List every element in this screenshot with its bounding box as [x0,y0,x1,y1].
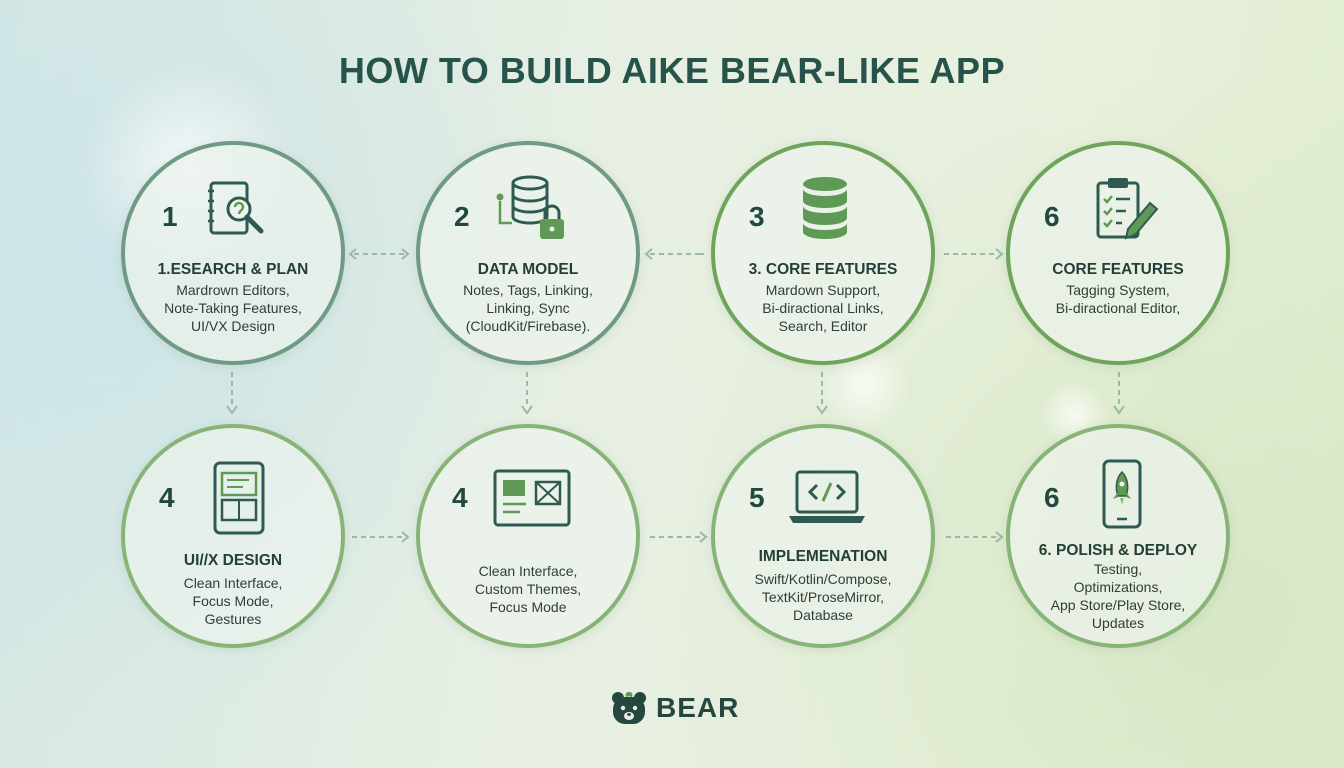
step-number: 4 [452,482,468,513]
step-number: 3 [749,201,765,232]
connector-arrow [644,248,704,260]
step-title: 6. POLISH & DEPLOY [1038,542,1198,559]
laptop-code-icon [789,470,865,523]
bear-logo-icon [612,692,646,724]
step-title: IMPLEMENATION [758,548,888,565]
phone-rocket-icon [1102,459,1142,529]
tablet-icon [213,461,265,535]
step-research-plan: 1 1.ESEARCH & PLAN Mardrown Editors,Note… [121,141,345,365]
brand-logo: BEAR [610,688,739,728]
step-title: 3. CORE FEATURES [748,261,898,278]
step-description: Mardown Support,Bi-diractional Links,Sea… [762,282,884,334]
connector-arrow [348,248,410,260]
research-magnifier-icon [208,181,264,235]
connector-arrow [650,531,708,543]
connector-arrow [946,531,1004,543]
wireframe-icon [493,469,571,527]
clipboard-pencil-icon [1096,178,1159,240]
step-implementation: 5 IMPLEMENATION Swift/Kotlin/Compose,Tex… [711,424,935,648]
step-title: DATA MODEL [477,261,579,278]
step-description: Tagging System,Bi-diractional Editor, [1055,282,1181,316]
step-title: CORE FEATURES [1052,261,1184,278]
brand-name: BEAR [656,692,740,723]
connector-arrow [1113,372,1125,415]
step-number: 2 [454,201,470,232]
step-number: 4 [159,482,175,513]
step-number: 6 [1044,482,1060,513]
step-number: 1 [162,201,178,232]
step-description: Mardrown Editors,Note-Taking Features,UI… [164,282,302,334]
step-core-features: 3 3. CORE FEATURES Mardown Support,Bi-di… [711,141,935,365]
step-description: Clean Interface,Focus Mode,Gestures [183,575,283,627]
connector-arrow [944,248,1004,260]
step-interface: 4 Clean Interface,Custom Themes,Focus Mo… [416,424,640,648]
page-title: HOW TO BUILD AIKE BEAR-LIKE APP [338,50,1006,91]
step-ui-ux-design: 4 UI//X DESIGN Clean Interface,Focus Mod… [121,424,345,648]
connector-arrow [816,372,828,415]
step-description: Swift/Kotlin/Compose,TextKit/ProseMirror… [754,571,892,623]
step-polish-deploy: 6 6. POLISH & DEPLOY Testing,Optimizatio… [1006,424,1230,648]
step-title: 1.ESEARCH & PLAN [157,261,309,278]
step-data-model: 2 DATA MODEL Notes, Tags, Linking,Linkin… [416,141,640,365]
database-lock-icon [496,175,564,239]
connector-arrow [521,372,533,415]
step-number: 5 [749,482,765,513]
database-icon [803,177,847,239]
step-description: Testing,Optimizations,App Store/Play Sto… [1050,561,1186,631]
step-number: 6 [1044,201,1060,232]
step-core-features-2: 6 CORE FEATURES Tagging System,Bi-diract… [1006,141,1230,365]
step-title: UI//X DESIGN [183,552,283,569]
connector-arrow [226,372,238,415]
connector-arrow [352,531,410,543]
step-description: Notes, Tags, Linking,Linking, Sync(Cloud… [463,282,593,334]
step-description: Clean Interface,Custom Themes,Focus Mode [474,563,582,615]
